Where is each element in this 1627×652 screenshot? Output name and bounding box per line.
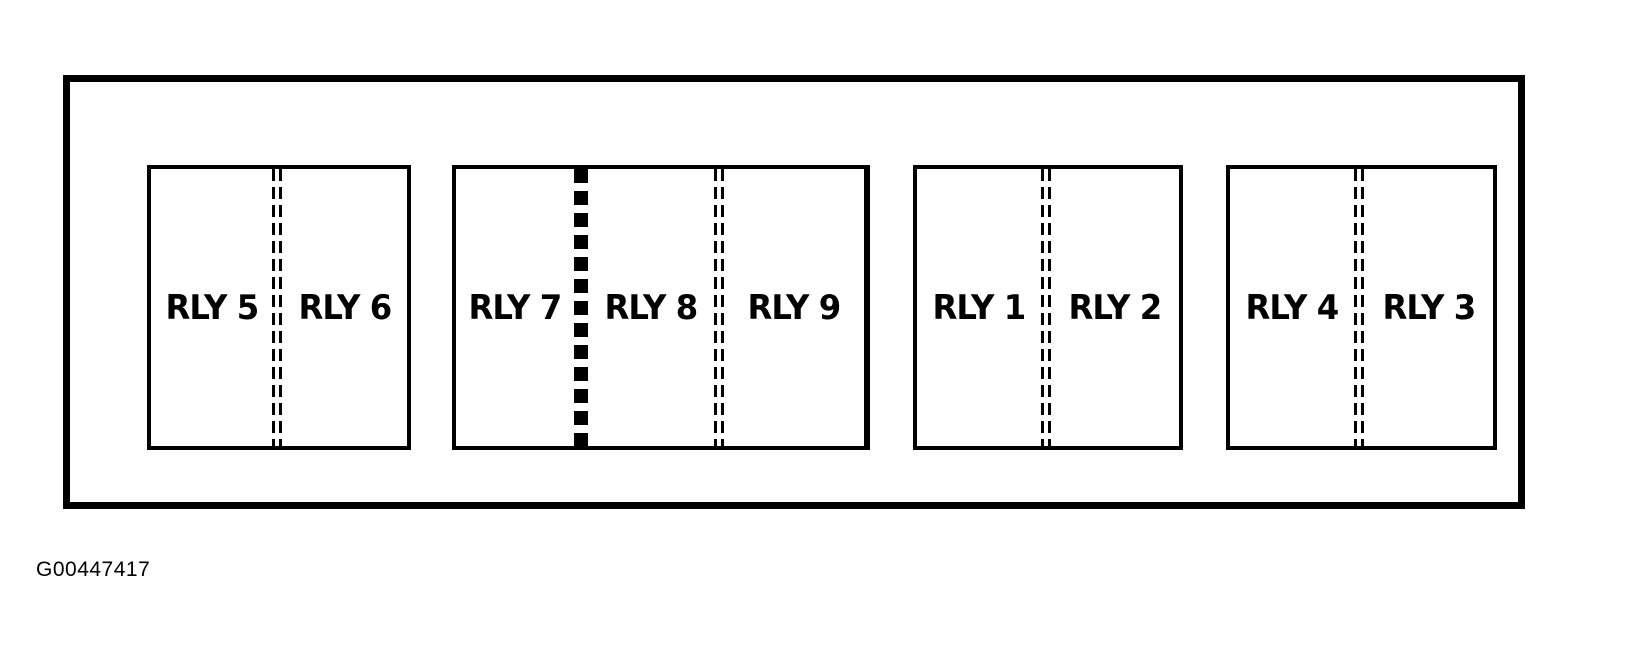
- double-dashed-divider: [272, 169, 282, 446]
- relay-block-4: RLY 4 RLY 3: [1226, 165, 1497, 450]
- relay-cell-rly6: RLY 6: [282, 169, 407, 446]
- relay-label: RLY 3: [1382, 287, 1476, 328]
- relay-label: RLY 8: [604, 287, 699, 328]
- heavy-dashed-divider: [574, 169, 588, 446]
- relay-cell-rly5: RLY 5: [151, 169, 272, 446]
- relay-label: RLY 5: [165, 287, 259, 328]
- double-dashed-divider: [1354, 169, 1364, 446]
- relay-cell-rly2: RLY 2: [1051, 169, 1179, 446]
- relay-block-3: RLY 1 RLY 2: [913, 165, 1183, 450]
- relay-cell-rly3: RLY 3: [1364, 169, 1493, 446]
- relay-label: RLY 1: [932, 287, 1027, 328]
- relay-cell-rly9: RLY 9: [724, 169, 864, 446]
- relay-cell-rly7: RLY 7: [456, 169, 574, 446]
- relay-cell-rly4: RLY 4: [1230, 169, 1354, 446]
- relay-label: RLY 4: [1245, 287, 1340, 328]
- relay-cell-rly8: RLY 8: [588, 169, 714, 446]
- figure-id: G00447417: [36, 558, 151, 581]
- double-dashed-divider: [714, 169, 724, 446]
- relay-label: RLY 6: [298, 287, 392, 328]
- relay-label: RLY 7: [468, 287, 563, 328]
- relay-cell-rly1: RLY 1: [917, 169, 1041, 446]
- relay-label: RLY 2: [1068, 287, 1163, 328]
- relay-block-1: RLY 5 RLY 6: [147, 165, 411, 450]
- relay-label: RLY 9: [747, 287, 842, 328]
- double-dashed-divider: [1041, 169, 1051, 446]
- relay-block-2: RLY 7 RLY 8 RLY 9: [452, 165, 870, 450]
